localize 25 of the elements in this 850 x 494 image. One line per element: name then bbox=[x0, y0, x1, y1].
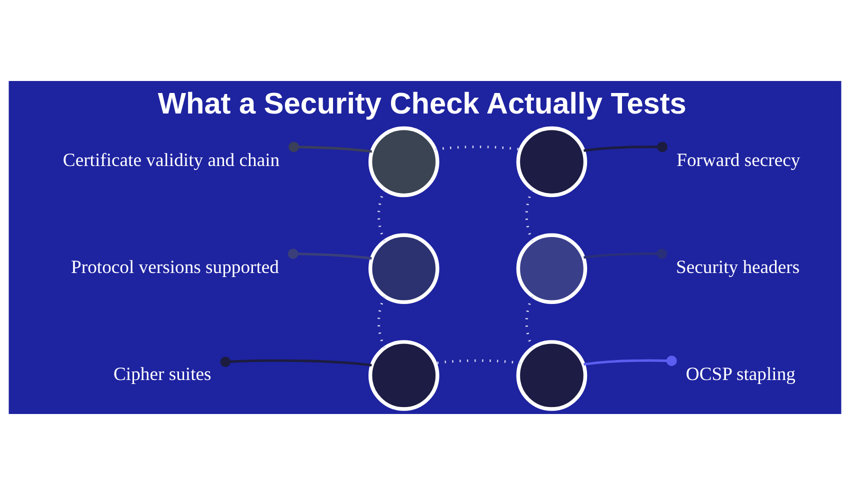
node-text: OCSP stapling bbox=[686, 363, 796, 384]
connector bbox=[584, 248, 668, 259]
connector bbox=[525, 188, 534, 242]
connector bbox=[377, 296, 386, 348]
node-text: Security headers bbox=[676, 256, 800, 278]
diagram-title: What a Security Check Actually Tests bbox=[158, 87, 686, 120]
node-text: Forward secrecy bbox=[676, 150, 800, 171]
node-text: Certificate validity and chain bbox=[62, 150, 280, 171]
node-circle bbox=[368, 232, 440, 304]
connector bbox=[288, 248, 372, 260]
node-circle bbox=[516, 232, 588, 304]
node-circle bbox=[516, 340, 588, 410]
connector bbox=[377, 188, 386, 242]
connector bbox=[435, 145, 521, 150]
connector bbox=[584, 141, 668, 152]
node-circle bbox=[368, 126, 440, 197]
connector bbox=[584, 355, 677, 366]
connector bbox=[435, 358, 521, 364]
node-circle bbox=[516, 126, 588, 197]
connector bbox=[288, 141, 372, 152]
connector bbox=[220, 356, 372, 367]
connector bbox=[525, 296, 534, 348]
node-text: Protocol versions supported bbox=[71, 256, 279, 278]
node-text: Cipher suites bbox=[114, 363, 212, 384]
node-circle bbox=[368, 340, 440, 410]
